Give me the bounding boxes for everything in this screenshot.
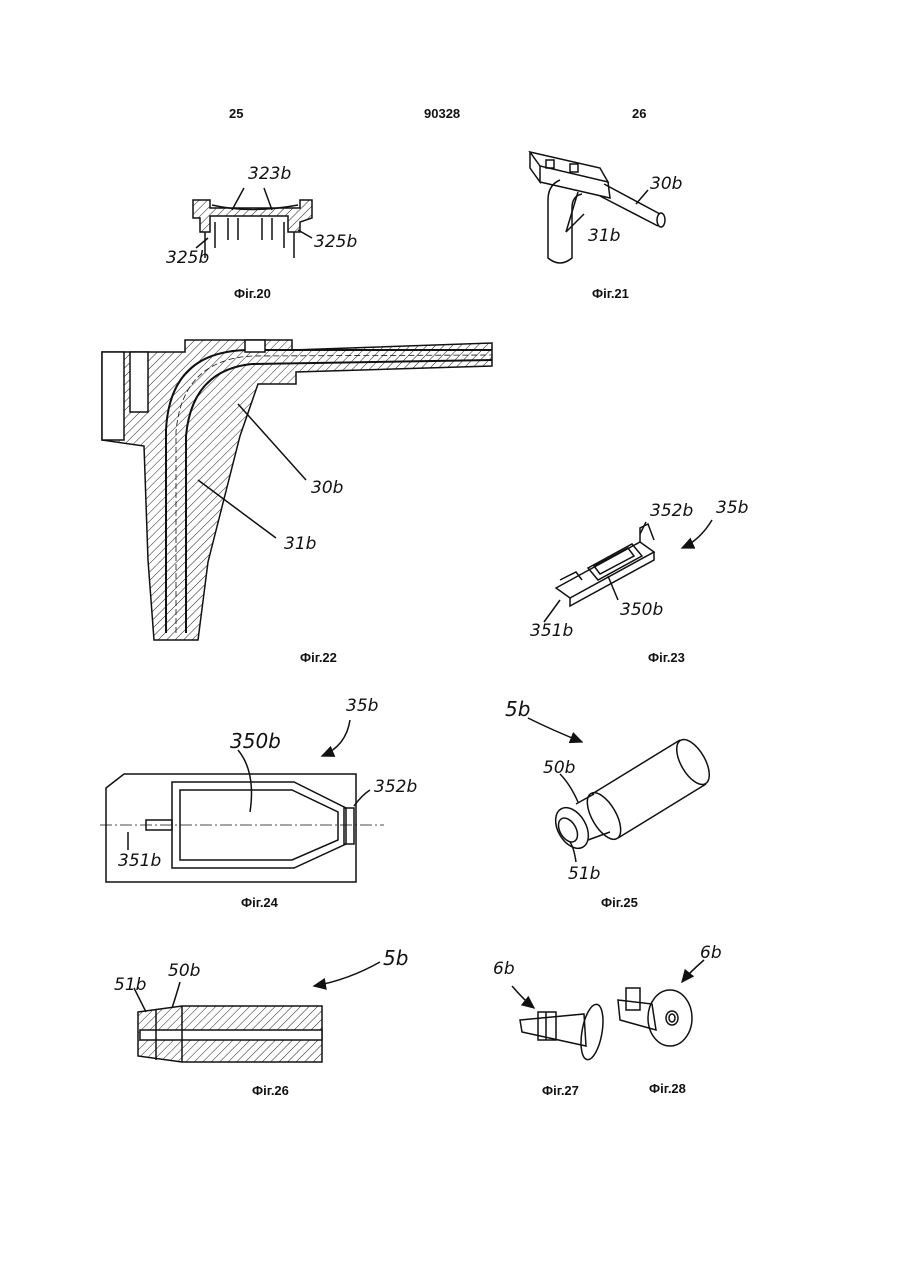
fig28-drawing — [618, 960, 704, 1046]
caption-fig24: Фіг.24 — [241, 895, 278, 910]
label-51b-fig26: 51b — [114, 975, 146, 995]
label-351b-fig24: 351b — [118, 851, 161, 871]
label-352b-fig23: 352b — [650, 501, 693, 521]
caption-fig27: Фіг.27 — [542, 1083, 579, 1098]
label-323b: 323b — [248, 164, 291, 184]
label-31b-fig22: 31b — [284, 534, 316, 554]
label-6b-fig28: 6b — [700, 943, 722, 963]
fig21-drawing — [530, 152, 665, 263]
label-30b-fig21: 30b — [650, 174, 682, 194]
caption-fig23: Фіг.23 — [648, 650, 685, 665]
label-352b-fig24: 352b — [374, 777, 417, 797]
label-325b-right: 325b — [314, 232, 357, 252]
label-6b-fig27: 6b — [493, 959, 515, 979]
caption-fig28: Фіг.28 — [649, 1081, 686, 1096]
fig25-drawing — [528, 718, 716, 862]
label-350b-fig24: 350b — [230, 729, 281, 753]
label-35b-fig23: 35b — [716, 498, 748, 518]
label-50b-fig26: 50b — [168, 961, 200, 981]
caption-fig22: Фіг.22 — [300, 650, 337, 665]
label-5b-fig25: 5b — [505, 697, 530, 721]
label-30b-fig22: 30b — [311, 478, 343, 498]
fig27-drawing — [512, 986, 607, 1061]
caption-fig20: Фіг.20 — [234, 286, 271, 301]
label-31b-fig21: 31b — [588, 226, 620, 246]
label-351b-fig23: 351b — [530, 621, 573, 641]
caption-fig25: Фіг.25 — [601, 895, 638, 910]
label-35b-fig24: 35b — [346, 696, 378, 716]
label-350b-fig23: 350b — [620, 600, 663, 620]
label-5b-fig26: 5b — [383, 946, 408, 970]
label-50b-fig25: 50b — [543, 758, 575, 778]
caption-fig21: Фіг.21 — [592, 286, 629, 301]
caption-fig26: Фіг.26 — [252, 1083, 289, 1098]
fig22-drawing — [102, 340, 492, 640]
label-325b-left: 325b — [166, 248, 209, 268]
fig20-drawing — [193, 188, 312, 258]
label-51b-fig25: 51b — [568, 864, 600, 884]
